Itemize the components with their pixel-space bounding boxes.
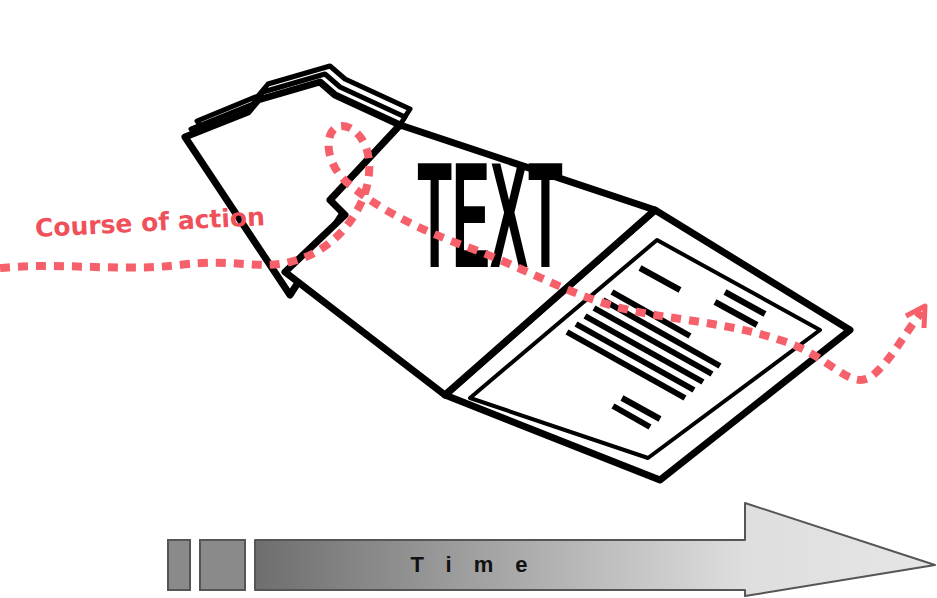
square-mark xyxy=(200,540,245,590)
time-label: Time xyxy=(345,550,615,580)
time-squares xyxy=(168,540,245,590)
text-line xyxy=(567,332,685,398)
path-arrowhead xyxy=(906,306,925,328)
course-of-action-path xyxy=(0,126,925,380)
path-label: Course of action xyxy=(34,202,265,243)
square-mark xyxy=(168,540,190,590)
document-lines xyxy=(567,268,765,427)
time-arrow: Time xyxy=(255,500,937,598)
text-sheet: TEXT xyxy=(280,118,660,400)
dotted-path xyxy=(0,126,922,380)
outline-shape xyxy=(255,503,935,596)
text-line xyxy=(640,268,680,290)
outline-shape xyxy=(285,125,655,395)
text-line xyxy=(715,302,757,325)
text-line xyxy=(576,324,694,390)
sheet-title: TEXT xyxy=(414,140,566,290)
node-outline xyxy=(255,500,937,598)
text-line xyxy=(613,406,650,427)
